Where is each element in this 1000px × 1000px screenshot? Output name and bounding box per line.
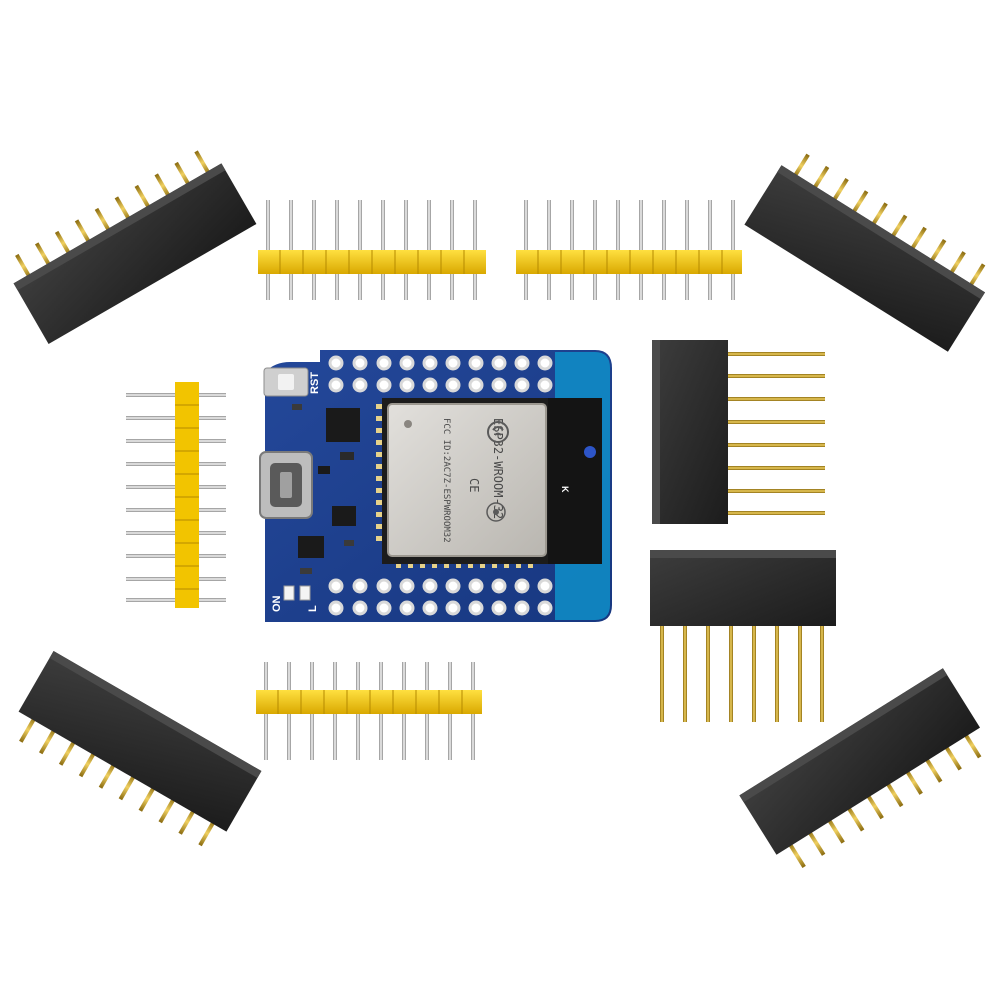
- header-pins: [660, 620, 824, 722]
- bottom-pin-holes: [328, 355, 553, 616]
- module-ce-mark: CE: [467, 478, 481, 492]
- header-body: [13, 163, 257, 344]
- header-plastic: [256, 690, 482, 714]
- long-pin-header-bottom-right: [650, 550, 836, 722]
- header-pins: [15, 150, 211, 279]
- wifi-logo-icon: [486, 502, 506, 522]
- male-header-top-right: [516, 200, 742, 300]
- header-body: [652, 340, 728, 524]
- male-header-top-left: [258, 200, 486, 300]
- header-pins: [19, 716, 216, 847]
- module-shield: ESP32-WROOM-32 FCC ID:2AC7Z-ESPWROOM32 C…: [387, 403, 547, 557]
- on-label: ON: [271, 595, 283, 612]
- antenna-mark: K: [560, 486, 570, 493]
- module-fcc-text: FCC ID:2AC7Z-ESPWROOM32: [441, 418, 451, 543]
- espressif-logo-icon: [487, 421, 509, 443]
- usb-port: [259, 451, 313, 519]
- female-header-bottom-left: [18, 651, 262, 847]
- male-header-bottom: [256, 662, 482, 760]
- esp32-board: RST ON L: [259, 350, 612, 622]
- antenna-area: [548, 398, 602, 564]
- female-header-top-right: [744, 153, 986, 352]
- user-led: [299, 585, 311, 601]
- power-led: [283, 585, 295, 601]
- header-body: [744, 165, 986, 352]
- header-pins: [787, 732, 982, 869]
- header-pins: [792, 153, 986, 288]
- header-body: [650, 550, 836, 626]
- header-body: [739, 668, 981, 855]
- module-model-text: ESP32-WROOM-32: [491, 418, 505, 519]
- rst-label: RST: [309, 372, 321, 394]
- usb-chip: [326, 408, 360, 442]
- header-plastic: [516, 250, 742, 274]
- header-body: [18, 651, 262, 832]
- antenna-dot: [584, 446, 596, 458]
- header-pins: [725, 352, 825, 515]
- header-plastic: [175, 382, 199, 608]
- male-header-left: [126, 382, 226, 608]
- led-label: L: [307, 605, 319, 612]
- female-header-bottom-right: [739, 668, 982, 869]
- top-pin-holes: [376, 355, 553, 393]
- reset-button: [263, 367, 309, 397]
- long-pin-header-right: [652, 340, 825, 524]
- female-header-top-left: [13, 150, 257, 344]
- regulator-chip: [298, 536, 324, 558]
